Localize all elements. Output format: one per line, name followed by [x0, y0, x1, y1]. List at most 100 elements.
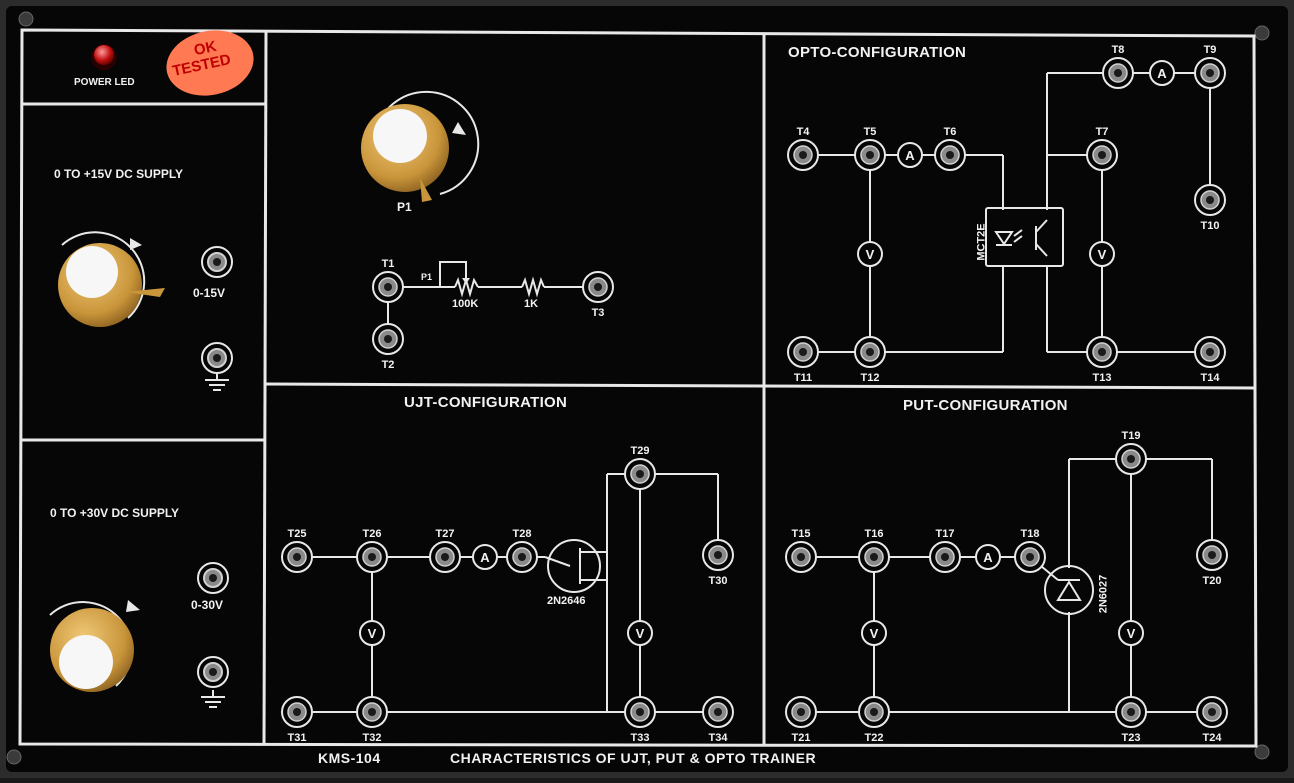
terminal-t11[interactable]: T11	[787, 336, 819, 384]
terminal-label: T29	[631, 445, 650, 457]
terminal-t17[interactable]: T17	[929, 528, 961, 573]
voltmeter-icon: V	[861, 620, 887, 646]
terminal-t33[interactable]: T33	[624, 696, 656, 744]
terminal-label: T2	[382, 359, 395, 371]
terminal-label: T32	[363, 732, 382, 744]
terminal-30v-ground[interactable]	[197, 656, 229, 688]
terminal-t25[interactable]: T25	[281, 528, 313, 573]
supply30-knob[interactable]	[49, 600, 140, 692]
terminal-label: T16	[865, 528, 884, 540]
terminal-label: T6	[944, 126, 957, 138]
power-led	[91, 44, 117, 70]
terminal-t21[interactable]: T21	[785, 696, 817, 744]
terminal-t9[interactable]: T9	[1194, 44, 1226, 89]
terminal-label: T10	[1201, 220, 1220, 232]
terminal-label: T28	[513, 528, 532, 540]
terminal-label: T34	[709, 732, 729, 744]
terminal-t19[interactable]: T19	[1115, 430, 1147, 475]
voltmeter-icon: V	[1089, 241, 1115, 267]
meter-letter: V	[1098, 247, 1107, 262]
terminal-t4[interactable]: T4	[787, 126, 819, 171]
meter-letter: A	[905, 148, 915, 163]
meter-letter: A	[480, 550, 490, 565]
ground-icon-15v	[205, 373, 229, 391]
meter-letter: A	[983, 550, 993, 565]
p1-knob[interactable]	[361, 90, 480, 202]
terminal-label: T22	[865, 732, 884, 744]
terminal-label: T7	[1096, 126, 1109, 138]
terminal-label: T13	[1093, 372, 1112, 384]
terminal-t22[interactable]: T22	[858, 696, 890, 744]
screw-top-left	[18, 11, 34, 27]
terminal-t6[interactable]: T6	[934, 126, 966, 171]
terminal-label: T4	[797, 126, 811, 138]
terminal-t14[interactable]: T14	[1194, 336, 1226, 384]
terminal-t23[interactable]: T23	[1115, 696, 1147, 744]
terminal-t24[interactable]: T24	[1196, 696, 1228, 744]
terminal-t1[interactable]: T1	[372, 258, 404, 303]
terminal-t27[interactable]: T27	[429, 528, 461, 573]
meter-letter: V	[368, 626, 377, 641]
terminal-t5[interactable]: T5	[854, 126, 886, 171]
screw-bottom-right	[1254, 744, 1270, 760]
terminal-label: T31	[288, 732, 307, 744]
terminal-t29[interactable]: T29	[624, 445, 656, 490]
meter-letter: V	[870, 626, 879, 641]
terminal-t16[interactable]: T16	[858, 528, 890, 573]
screw-top-right	[1254, 25, 1270, 41]
meter-letter: V	[1127, 626, 1136, 641]
section-borders	[18, 28, 1258, 748]
terminal-t30[interactable]: T30	[702, 539, 734, 587]
terminal-15v-output[interactable]	[201, 246, 233, 278]
voltmeter-icon: V	[627, 620, 653, 646]
terminal-t3[interactable]: T3	[582, 271, 614, 319]
terminal-t15[interactable]: T15	[785, 528, 817, 573]
terminal-label: T30	[709, 575, 728, 587]
terminal-label: T18	[1021, 528, 1040, 540]
divider-left	[262, 29, 268, 745]
terminal-label: T11	[794, 372, 812, 384]
terminal-t20[interactable]: T20	[1196, 539, 1228, 587]
voltmeter-icon: V	[857, 241, 883, 267]
terminal-label: T3	[592, 307, 605, 319]
meter-letter: A	[1157, 66, 1167, 81]
terminal-label: T1	[382, 258, 395, 270]
terminal-t31[interactable]: T31	[281, 696, 313, 744]
ammeter-icon: A	[1149, 60, 1175, 86]
voltmeter-icon: V	[359, 620, 385, 646]
terminal-label: T15	[792, 528, 811, 540]
terminal-t32[interactable]: T32	[356, 696, 388, 744]
meters: A A V V A V V A V V	[359, 60, 1175, 646]
terminal-t18[interactable]: T18	[1014, 528, 1046, 573]
terminal-30v-output[interactable]	[197, 562, 229, 594]
terminal-t26[interactable]: T26	[356, 528, 388, 573]
supply15-knob[interactable]	[58, 231, 165, 327]
terminal-label: T23	[1122, 732, 1141, 744]
ground-symbols	[201, 373, 229, 708]
terminal-label: T19	[1122, 430, 1141, 442]
terminal-t8[interactable]: T8	[1102, 44, 1134, 89]
terminal-t7[interactable]: T7	[1086, 126, 1118, 171]
terminal-t2[interactable]: T2	[372, 323, 404, 371]
terminal-t10[interactable]: T10	[1194, 184, 1226, 232]
screws	[6, 11, 1270, 765]
terminal-label: T8	[1112, 44, 1125, 56]
terminal-label: T21	[792, 732, 811, 744]
ok-tested-sticker	[166, 30, 254, 96]
terminal-label: T24	[1203, 732, 1223, 744]
terminal-t13[interactable]: T13	[1086, 336, 1118, 384]
main-border	[18, 28, 1258, 748]
terminal-t28[interactable]: T28	[506, 528, 538, 573]
terminal-t34[interactable]: T34	[702, 696, 734, 744]
terminal-15v-ground[interactable]	[201, 342, 233, 374]
meter-letter: V	[636, 626, 645, 641]
terminal-label: T9	[1204, 44, 1217, 56]
terminal-label: T33	[631, 732, 650, 744]
terminal-t12[interactable]: T12	[854, 336, 886, 384]
terminal-label: T17	[936, 528, 955, 540]
terminal-label: T20	[1203, 575, 1222, 587]
terminal-label: T26	[363, 528, 382, 540]
